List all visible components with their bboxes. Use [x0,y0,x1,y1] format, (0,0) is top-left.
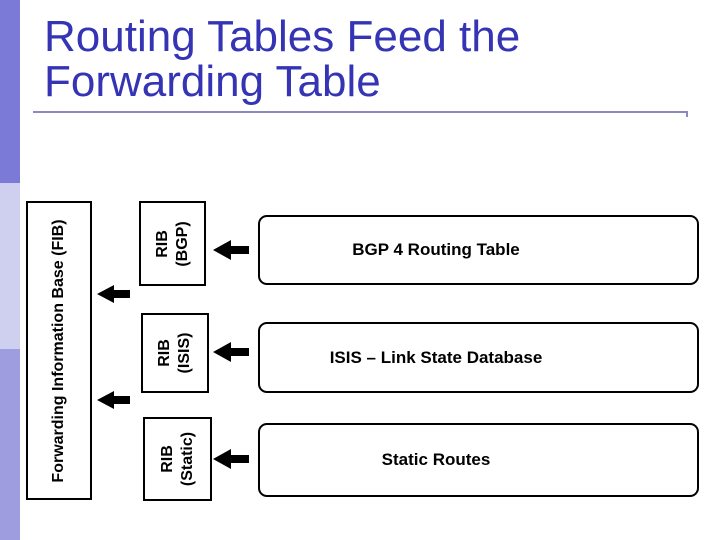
bgp-routing-table-label: BGP 4 Routing Table [352,240,520,259]
rib-static-box-label: RIB (Static) [158,432,198,486]
arrow-isis-database-to-rib [213,341,249,363]
left-arrow-icon [97,285,130,303]
rib-static-box: RIB (Static) [143,417,212,501]
fib-box-label: Forwarding Information Base (FIB) [50,218,67,483]
slide-title-line1: Routing Tables Feed the [44,12,521,61]
left-arrow-icon [213,342,249,362]
rib-isis-label-line2: (ISIS) [176,332,193,374]
left-arrow-icon [213,449,249,469]
rib-static-label-line2: (Static) [178,431,196,487]
bgp-routing-table-box: BGP 4 Routing Table [258,215,699,285]
slide-title-line2: Forwarding Table [44,57,381,106]
isis-link-state-database-box: ISIS – Link State Database [258,322,699,393]
left-arrow-icon [97,391,130,409]
static-routes-label: Static Routes [381,450,491,469]
rib-bgp-label-line2: (BGP) [173,220,191,267]
rib-isis-box: RIB (ISIS) [141,313,209,393]
isis-link-state-database-label: ISIS – Link State Database [329,347,543,367]
static-routes-box: Static Routes [258,423,699,497]
arrow-static-routes-to-rib [213,448,249,470]
rib-isis-box-label: RIB (ISIS) [155,333,195,374]
left-arrow-icon [213,240,249,260]
accent-bar-top-segment [0,0,20,183]
rib-bgp-box: RIB (BGP) [139,201,206,286]
rib-static-label-line1: RIB [158,445,176,473]
rib-bgp-label-line1: RIB [153,229,171,258]
title-underline-rule [33,111,688,117]
rib-bgp-box-label: RIB (BGP) [153,221,193,266]
arrow-bgp-table-to-rib [213,239,249,261]
accent-bar-bottom-segment [0,349,20,540]
arrow-rib-isis-to-fib [97,390,130,410]
fib-box: Forwarding Information Base (FIB) [26,201,92,500]
arrow-rib-bgp-to-fib [97,284,130,304]
accent-bar-middle-segment [0,183,20,349]
rib-isis-label-line1: RIB [156,339,173,367]
slide-title: Routing Tables Feed the Forwarding Table [44,14,694,104]
